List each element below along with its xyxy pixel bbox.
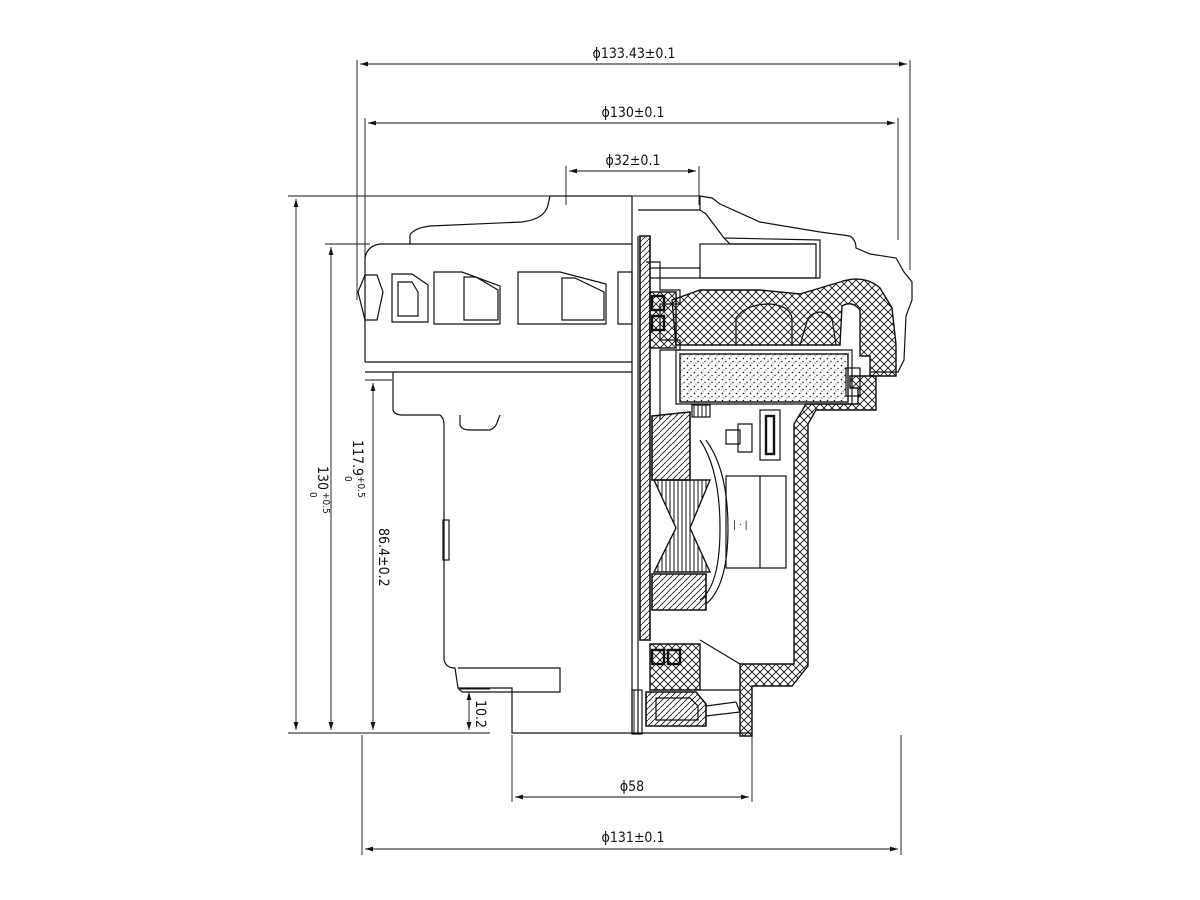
housing-diameter-label: ϕ131±0.1 (602, 830, 665, 846)
overall-diameter-label: ϕ133.43±0.1 (593, 46, 676, 62)
dimension-lines (288, 60, 911, 855)
outlet-diameter-label: ϕ32±0.1 (606, 153, 661, 169)
base-height-label: 10.2 (472, 700, 488, 728)
total-height-label: 130 +0.5 0 (307, 466, 331, 514)
svg-text:86.4±0.2: 86.4±0.2 (375, 528, 391, 587)
svg-text:10.2: 10.2 (472, 700, 488, 728)
svg-text:117.9: 117.9 (349, 440, 365, 476)
magnet-block (679, 353, 849, 403)
svg-text:+0.5: +0.5 (355, 476, 366, 498)
impeller-diameter-label: ϕ130±0.1 (602, 105, 665, 121)
housing-wall (671, 278, 897, 377)
vent-slots (357, 271, 633, 325)
svg-text:0: 0 (307, 492, 318, 498)
cross-section: | · | (631, 195, 913, 737)
exterior-view (357, 195, 639, 734)
fan-cover (638, 195, 913, 373)
terminal-connector (645, 691, 707, 727)
svg-text:+0.5: +0.5 (320, 492, 331, 514)
svg-text:0: 0 (342, 476, 353, 482)
armature: | · | (651, 411, 787, 611)
motor-height-label: 86.4±0.2 (375, 528, 391, 587)
base-diameter-label: ϕ58 (620, 779, 644, 795)
svg-text:| · |: | · | (733, 520, 748, 531)
svg-text:130: 130 (314, 466, 330, 490)
body-height-label: 117.9 +0.5 0 (342, 440, 366, 498)
